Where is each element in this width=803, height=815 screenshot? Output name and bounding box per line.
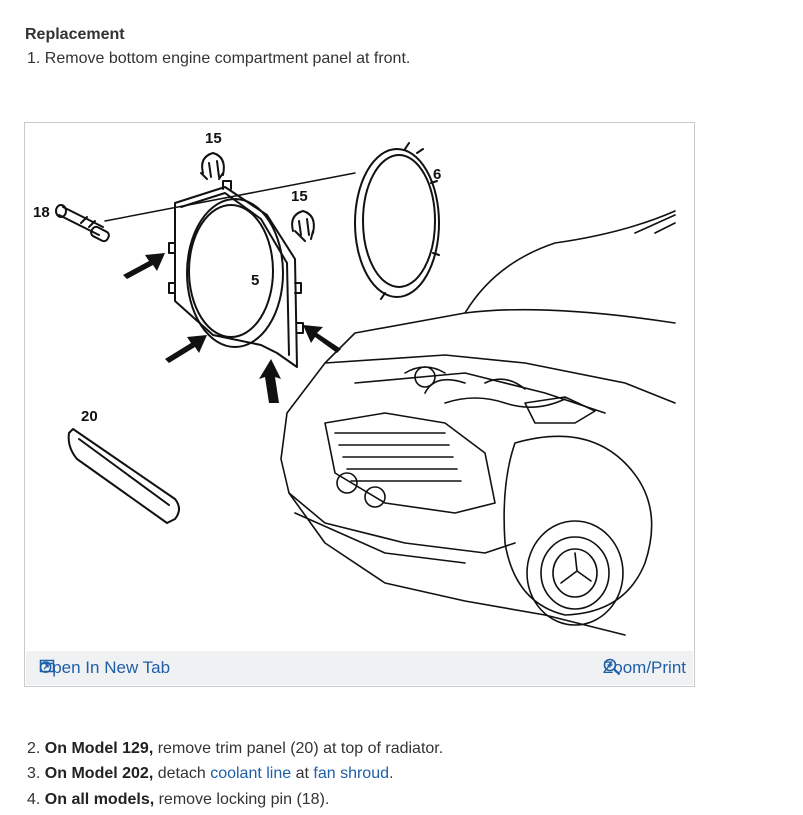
- callout-6: 6: [433, 166, 441, 183]
- step-2: 2. On Model 129, remove trim panel (20) …: [27, 740, 443, 758]
- figure-toolbar: Open In New Tab Zoom/Print: [26, 651, 693, 685]
- step-text: detach: [153, 765, 211, 782]
- clip-15-mid: [291, 210, 315, 242]
- step-model-label: On Model 202,: [44, 765, 154, 782]
- fan-shroud-diagram: 15 15 6 18 5 20: [33, 130, 676, 636]
- magnifier-plus-icon: [603, 658, 621, 676]
- step-number: 1.: [27, 50, 41, 67]
- step-text: Remove bottom engine compartment panel a…: [44, 50, 411, 67]
- step-text: .: [389, 765, 394, 782]
- fan-shroud-link[interactable]: fan shroud: [313, 765, 389, 782]
- step-text: remove trim panel (20) at top of radiato…: [153, 740, 444, 757]
- step-4: 4. On all models, remove locking pin (18…: [27, 791, 329, 809]
- fan-shroud-5: [168, 180, 304, 368]
- open-in-new-tab-label[interactable]: Open In New Tab: [39, 658, 171, 677]
- callout-15-mid: 15: [291, 188, 308, 205]
- zoom-print-label[interactable]: Zoom/Print: [602, 658, 686, 677]
- trim-panel-20: [67, 428, 180, 524]
- step-number: 4.: [27, 791, 41, 808]
- open-in-new-tab-link[interactable]: Open In New Tab: [39, 658, 170, 678]
- callout-18: 18: [33, 204, 50, 221]
- figure-container: 15 15 6 18 5 20 Open In New Tab Zoom/Pri…: [24, 122, 695, 687]
- fan-ring-6: [354, 142, 440, 300]
- callout-15-top: 15: [205, 130, 222, 147]
- clip-15-top: [200, 152, 225, 180]
- step-text: at: [291, 765, 314, 782]
- push-arrows: [123, 253, 341, 403]
- step-model-label: On all models,: [44, 791, 155, 808]
- section-heading: Replacement: [25, 26, 125, 43]
- step-3: 3. On Model 202, detach coolant line at …: [27, 765, 393, 783]
- step-text: remove locking pin (18).: [154, 791, 330, 808]
- locking-pin-18: [55, 204, 110, 243]
- step-model-label: On Model 129,: [44, 740, 154, 757]
- callout-20: 20: [81, 408, 98, 425]
- open-in-new-tab-icon: [39, 659, 55, 673]
- coolant-line-link[interactable]: coolant line: [210, 765, 292, 782]
- step-1: 1. Remove bottom engine compartment pane…: [27, 50, 410, 68]
- zoom-print-link[interactable]: Zoom/Print: [603, 658, 686, 678]
- callout-5: 5: [251, 272, 259, 289]
- vehicle-front: [280, 210, 676, 636]
- step-number: 3.: [27, 765, 41, 782]
- step-number: 2.: [27, 740, 41, 757]
